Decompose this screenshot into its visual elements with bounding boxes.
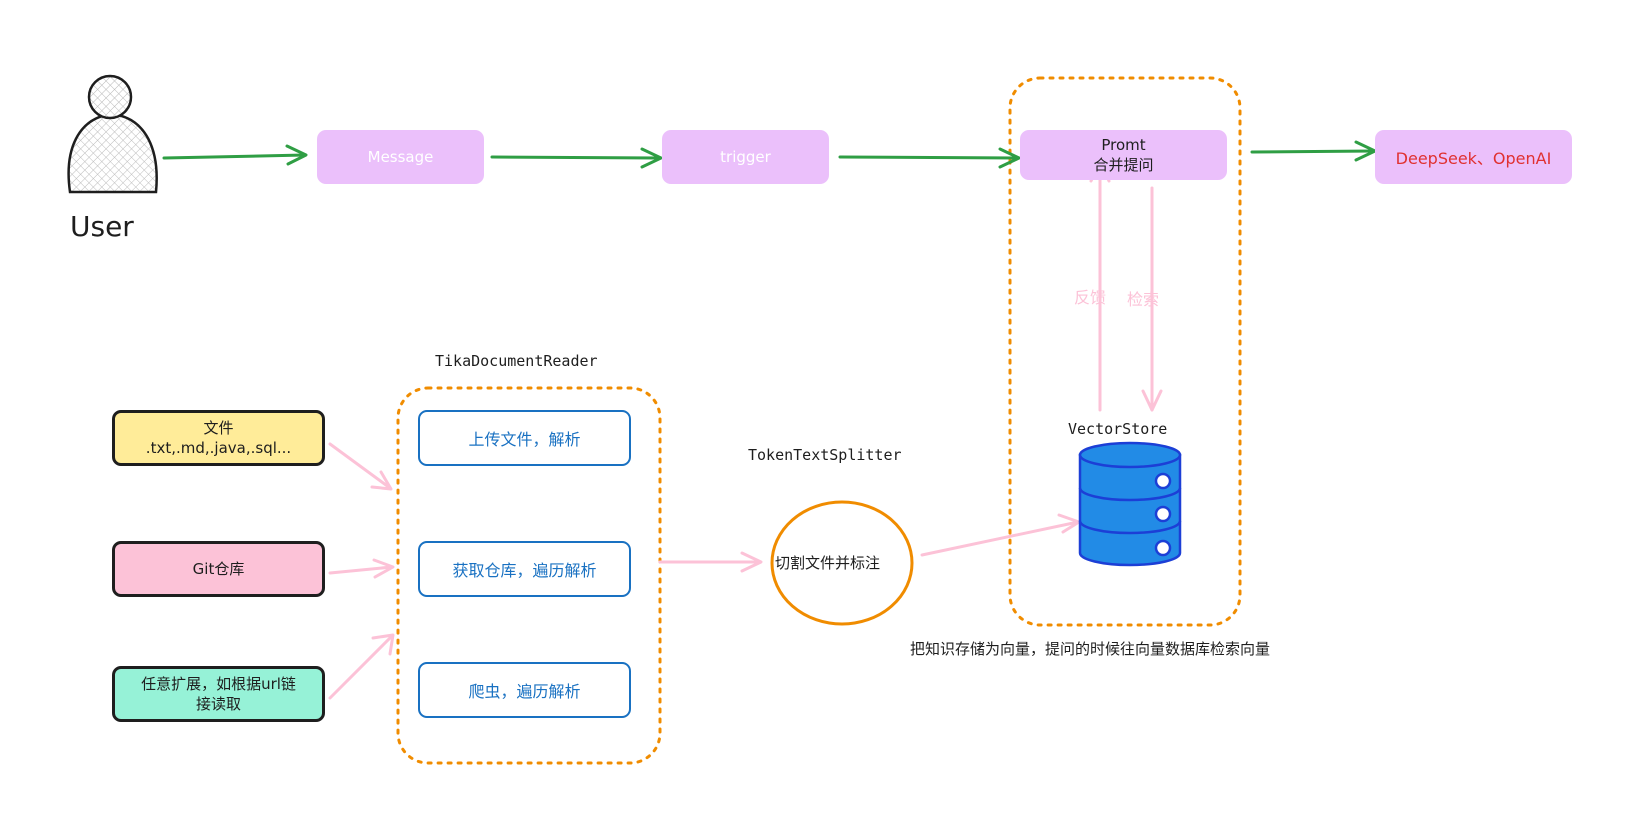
- arrow-message-to-trigger: [490, 147, 663, 169]
- arrow-user-to-message: [162, 144, 308, 166]
- retrieve-label: 检索: [1127, 290, 1160, 309]
- arrow-file-to-reader: [328, 442, 393, 491]
- arrow-ext-to-reader: [328, 633, 395, 700]
- feedback-label: 反馈: [1074, 288, 1107, 307]
- arrow-retrieve-down: [1141, 186, 1163, 412]
- file-source-title: 文件: [203, 419, 234, 437]
- splitter-circle: [770, 500, 914, 626]
- trigger-label: trigger: [720, 148, 771, 166]
- reader-upload-node: 上传文件，解析: [418, 410, 631, 466]
- vector-group-frame: [1008, 76, 1242, 627]
- arrow-splitter-to-store: [920, 513, 1081, 557]
- prompt-title: Promt: [1101, 136, 1146, 154]
- file-source-types: .txt,.md,.java,.sql...: [145, 439, 292, 457]
- ext-source-line1: 任意扩展，如根据url链: [141, 675, 296, 693]
- vector-db-icon: [1078, 441, 1182, 567]
- reader-group-frame: [396, 386, 662, 765]
- reader-upload-label: 上传文件，解析: [468, 430, 581, 449]
- llm-label: DeepSeek、OpenAI: [1395, 149, 1552, 168]
- llm-node: DeepSeek、OpenAI: [1375, 130, 1572, 184]
- prompt-node: Promt 合并提问: [1020, 130, 1227, 180]
- ext-source-node: 任意扩展，如根据url链 接读取: [112, 666, 325, 722]
- reader-title: TikaDocumentReader: [435, 352, 598, 370]
- user-label: User: [70, 210, 134, 243]
- arrow-prompt-to-llm: [1250, 140, 1377, 162]
- prompt-subtitle: 合并提问: [1093, 156, 1154, 174]
- ext-source-line2: 接读取: [195, 695, 241, 713]
- splitter-action: 切割文件并标注: [775, 554, 881, 572]
- arrow-reader-to-splitter: [658, 551, 763, 573]
- reader-crawler-node: 爬虫，遍历解析: [418, 662, 631, 718]
- splitter-title: TokenTextSplitter: [748, 446, 902, 464]
- vector-store-label: VectorStore: [1068, 420, 1168, 438]
- arrow-git-to-reader: [328, 558, 395, 579]
- trigger-node: trigger: [662, 130, 829, 184]
- reader-repo-node: 获取仓库，遍历解析: [418, 541, 631, 597]
- message-label: Message: [367, 148, 434, 166]
- reader-crawler-label: 爬虫，遍历解析: [468, 682, 581, 701]
- git-source-label: Git仓库: [192, 560, 245, 578]
- vector-caption: 把知识存储为向量，提问的时候往向量数据库检索向量: [910, 640, 1271, 658]
- file-source-node: 文件 .txt,.md,.java,.sql...: [112, 410, 325, 466]
- user-icon: [67, 74, 158, 194]
- reader-repo-label: 获取仓库，遍历解析: [452, 561, 597, 580]
- message-node: Message: [317, 130, 484, 184]
- git-source-node: Git仓库: [112, 541, 325, 597]
- arrow-trigger-to-prompt: [838, 147, 1021, 169]
